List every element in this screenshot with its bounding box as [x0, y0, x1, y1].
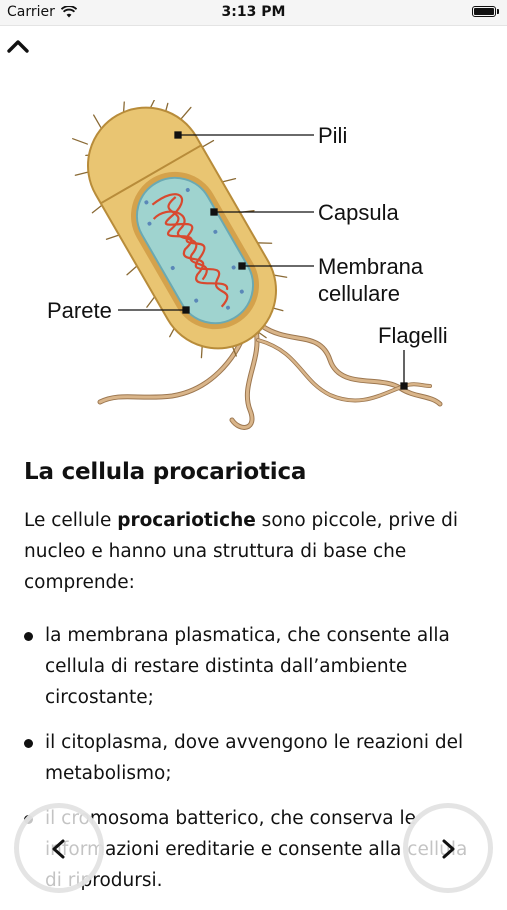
carrier-label: Carrier: [7, 4, 55, 20]
status-left: Carrier: [7, 4, 77, 20]
chromosome: [151, 193, 229, 308]
bacterium-diagram: Pili Capsula Membrana cellulare Parete F…: [47, 100, 448, 430]
chevron-left-icon: [52, 839, 65, 859]
status-time: 3:13 PM: [221, 4, 286, 20]
label-pili: Pili: [318, 123, 347, 148]
label-flagelli: Flagelli: [378, 323, 448, 348]
label-membrana-line1: Membrana: [318, 254, 424, 279]
list-item: la membrana plasmatica, che consente all…: [24, 620, 484, 713]
label-capsula: Capsula: [318, 200, 399, 225]
intro-text-before: Le cellule: [24, 510, 118, 531]
previous-page-button[interactable]: [14, 803, 104, 893]
list-item: il citoplasma, dove avvengono le reazion…: [24, 727, 484, 789]
article-content: La cellula procariotica Le cellule proca…: [24, 455, 484, 910]
battery-level: [474, 8, 494, 15]
chevron-right-icon: [442, 839, 455, 859]
label-membrana-line2: cellulare: [318, 281, 400, 306]
flagella: [97, 323, 443, 430]
bacterium-body: [72, 100, 288, 359]
battery-icon: [472, 6, 499, 17]
intro-paragraph: Le cellule procariotiche sono piccole, p…: [24, 505, 484, 598]
bullet-list: la membrana plasmatica, che consente all…: [24, 620, 484, 896]
collapse-button[interactable]: [5, 36, 33, 60]
intro-text-after: sono piccole, prive di nucleo e hanno un…: [24, 510, 458, 593]
wifi-icon: [60, 6, 77, 18]
capsule-cutaway-edge: [100, 144, 202, 205]
status-bar: Carrier 3:13 PM: [0, 0, 507, 26]
next-page-button[interactable]: [403, 803, 493, 893]
list-item: il cromosoma batterico, che conserva le …: [24, 803, 484, 896]
label-parete: Parete: [47, 298, 112, 323]
ribosomes: [144, 188, 244, 310]
section-title: La cellula procariotica: [24, 459, 307, 485]
chevron-up-icon: [7, 40, 29, 53]
intro-bold-term: procariotiche: [117, 510, 256, 531]
label-lines: [118, 131, 408, 390]
